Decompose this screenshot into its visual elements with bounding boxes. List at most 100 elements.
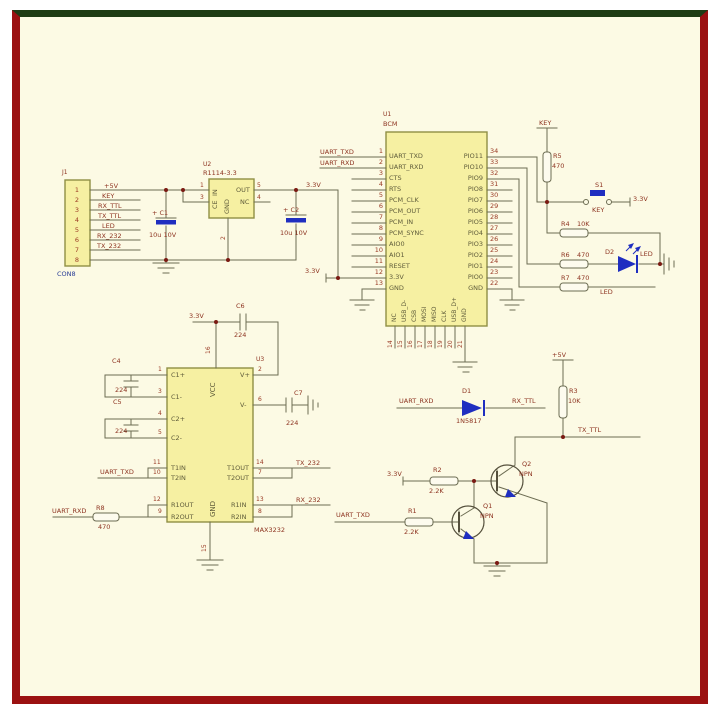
net-label-tx-232-u3: TX_232 (296, 459, 321, 467)
c2-value: 10u 10V (280, 229, 308, 237)
pin-number: 32 (490, 169, 499, 177)
diode-d1-icon (462, 400, 482, 416)
junction-dots (164, 188, 662, 565)
ic-u1-body (385, 131, 488, 327)
pin-number: 26 (490, 235, 499, 243)
u1-bottom-pin-name: NC (391, 313, 398, 322)
pin-name: PCM_IN (389, 218, 414, 226)
c4-ref: C4 (112, 357, 121, 365)
pin-number: 23 (490, 268, 499, 276)
net-label-uart-txd-u3: UART_TXD (100, 468, 134, 476)
u1-bottom-pin-number: 15 (397, 340, 404, 348)
u3-part: MAX3232 (254, 526, 286, 534)
q1-type: NPN (480, 512, 494, 520)
pin-name: RTS (389, 185, 402, 193)
c6-ref: C6 (236, 302, 245, 310)
d2-ref: D2 (605, 248, 615, 256)
u3-pin-name: R2IN (231, 513, 247, 521)
pin-number: 24 (490, 257, 499, 265)
pin-name: PIO11 (463, 152, 483, 160)
u3-num-gnd: 15 (201, 544, 208, 552)
u1-bottom-pin-name: USB_D+ (451, 297, 458, 322)
j1-ref: J1 (62, 169, 68, 176)
q2-emitter-arrow-icon (505, 489, 516, 497)
net-label-rx-ttl: RX_TTL (98, 202, 122, 210)
net-label-uart-rxd-d1: UART_RXD (399, 397, 434, 405)
u3-num-vcc: 16 (205, 346, 212, 354)
u3-pin-number: 6 (258, 396, 262, 403)
u3-pin-name: C2+ (171, 415, 186, 423)
diode-bars (483, 255, 638, 416)
u3-pin-number: 8 (258, 508, 262, 515)
pin-name: UART_RXD (389, 163, 424, 171)
pin-name: PIO10 (463, 163, 483, 171)
r4-ref: R4 (561, 220, 570, 228)
u1-bottom-pin-name: GND (461, 308, 468, 322)
u1-bottom-pin-name: MOSI (421, 306, 428, 322)
pin-number: 6 (74, 236, 80, 244)
pin-name: UART_TXD (389, 152, 423, 160)
net-label-rx-ttl-d1: RX_TTL (512, 397, 536, 405)
q1-ref: Q1 (483, 502, 493, 510)
pin-number: 13 (374, 279, 383, 287)
c1-value: 10u 10V (149, 231, 177, 239)
pin-number: 22 (490, 279, 499, 287)
pin-number: 10 (374, 246, 383, 254)
q2-ref: Q2 (522, 460, 532, 468)
net-label-tx-ttl: TX_TTL (578, 426, 602, 434)
resistor-r2-icon (429, 476, 459, 486)
u3-pin-number: 2 (258, 366, 262, 373)
u3-pin-number: 5 (158, 429, 162, 436)
u3-pin-name: V+ (240, 371, 250, 379)
net-label-5v-r3: +5V (552, 351, 567, 359)
u2-pin-in: IN (211, 189, 219, 196)
pin-number: 31 (490, 180, 499, 188)
c6-value: 224 (234, 331, 247, 339)
cap-c1-icon (156, 220, 176, 225)
pin-number: 34 (490, 147, 499, 155)
r8-value: 470 (98, 523, 111, 531)
net-label-uart-txd-u1: UART_TXD (320, 148, 354, 156)
resistor-r8-icon (92, 512, 120, 522)
u1-part: BCM (383, 120, 398, 128)
pin-name: RESET (389, 262, 410, 270)
pin-number: 3 (378, 169, 383, 177)
r6-ref: R6 (561, 251, 570, 259)
r1-ref: R1 (408, 507, 417, 515)
c1-ref: + C1 (152, 209, 169, 217)
r7-value: 470 (577, 274, 590, 282)
pin-number: 11 (374, 257, 383, 265)
net-label-5v: +5V (104, 182, 119, 190)
pin-name: PIO7 (467, 196, 483, 204)
u3-pin-number: 12 (153, 496, 161, 503)
u3-pin-name: T2OUT (227, 474, 249, 482)
pin-number: 1 (74, 186, 80, 194)
u2-num-out: 5 (257, 182, 261, 189)
pin-number: 2 (378, 158, 383, 166)
r3-value: 10K (568, 397, 581, 405)
u2-pin-out: OUT (236, 186, 250, 194)
net-label-key: KEY (102, 192, 115, 200)
net-label-3v3-key: 3.3V (633, 195, 648, 203)
resistor-bodies (92, 151, 589, 527)
switch-s1-icon (583, 190, 612, 205)
u3-pin-name: T2IN (171, 474, 186, 482)
u1-bottom-pin-name: CSB (411, 309, 418, 322)
c7-value: 224 (286, 419, 299, 427)
net-label-3v3-reg: 3.3V (306, 181, 321, 189)
u3-pin-number: 9 (158, 508, 162, 515)
u1-bottom-pin-number: 21 (457, 340, 464, 348)
u1-bottom-pin-number: 16 (407, 340, 414, 348)
pin-number: 1 (378, 147, 383, 155)
resistor-r4-icon (559, 228, 589, 238)
r5-value: 470 (552, 162, 565, 170)
pin-name: PIO5 (467, 218, 483, 226)
u3-pin-number: 14 (256, 459, 264, 466)
u3-pin-number: 3 (158, 388, 162, 395)
u3-pin-number: 10 (153, 469, 161, 476)
